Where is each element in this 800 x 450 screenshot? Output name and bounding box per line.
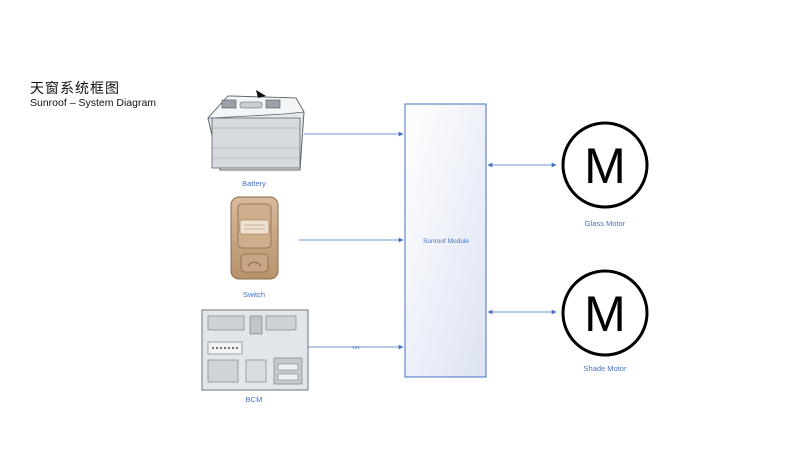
title-english: Sunroof – System Diagram xyxy=(30,97,157,109)
title-chinese: 天窗系统框图 xyxy=(30,81,120,97)
switch-image xyxy=(230,196,279,280)
battery-image xyxy=(207,90,305,171)
shade-motor-symbol xyxy=(561,269,649,357)
shade-motor-label: Shade Motor xyxy=(584,364,627,373)
glass-motor-symbol xyxy=(561,121,649,209)
bcm-connection-label: LIN xyxy=(352,345,359,350)
glass-motor-label: Glass Motor xyxy=(585,219,626,228)
bcm-image xyxy=(201,309,309,391)
bcm-label: BCM xyxy=(246,395,263,404)
shade-motor-m: M xyxy=(584,286,626,342)
sunroof-module-box xyxy=(404,103,487,378)
battery-label: Battery xyxy=(242,179,266,188)
sunroof-module-label: Sunroof Module xyxy=(423,238,469,245)
switch-label: Switch xyxy=(243,290,265,299)
glass-motor-m: M xyxy=(584,138,626,194)
